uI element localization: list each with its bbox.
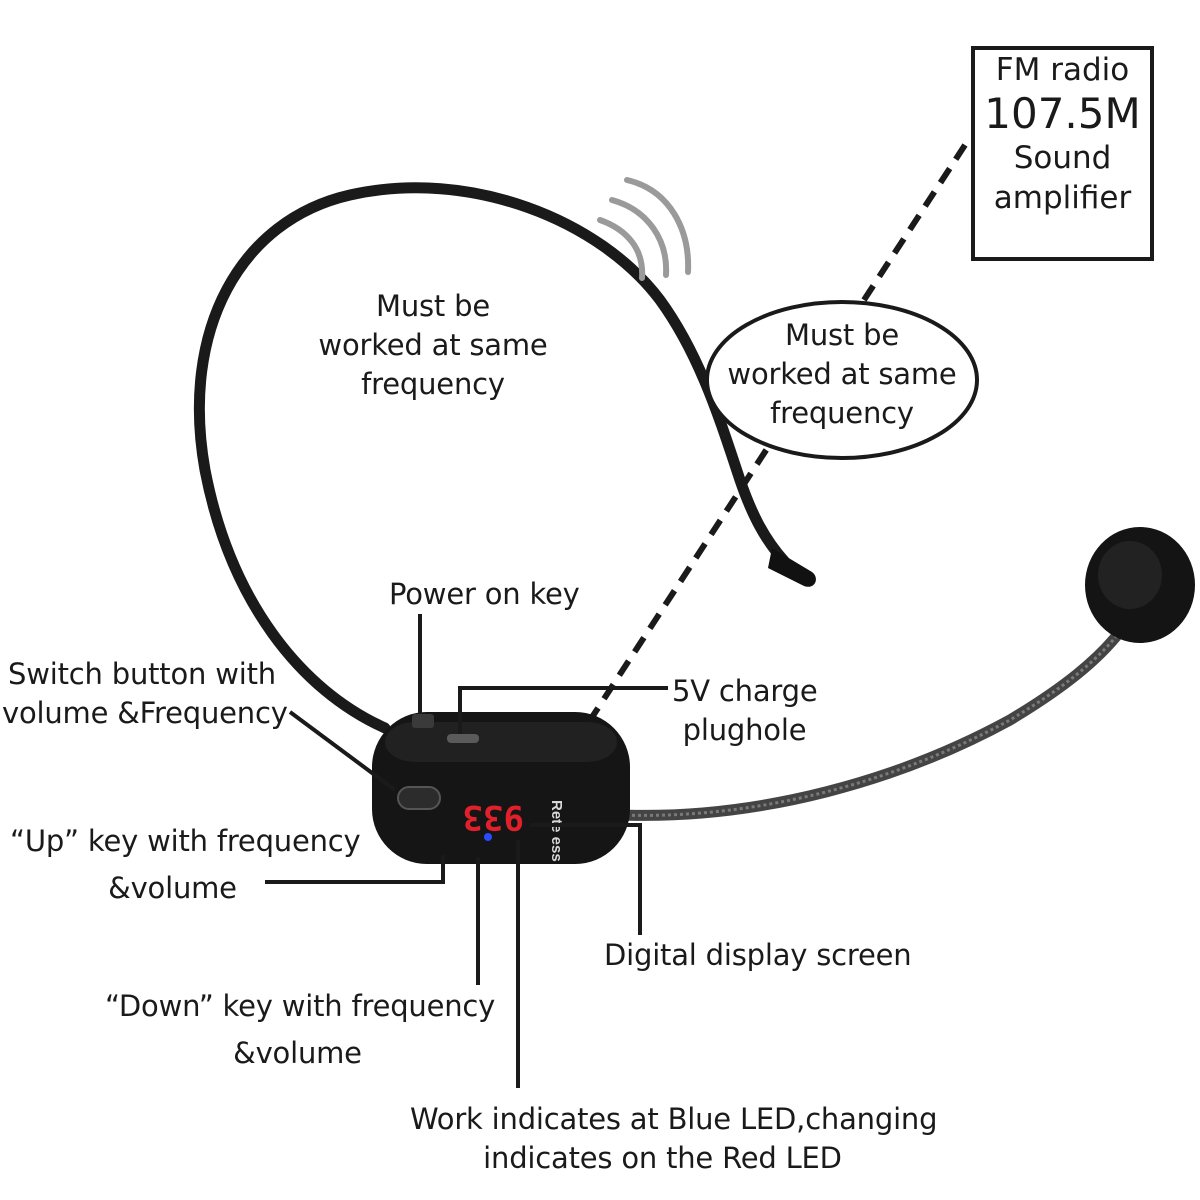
power-key-label: Power on key: [389, 577, 580, 611]
charge-port: [447, 734, 479, 743]
brand-text: Rete ess: [548, 800, 565, 862]
leader-display: [530, 823, 642, 935]
fm-line-3: Sound: [1013, 140, 1112, 176]
switch-button[interactable]: [397, 786, 441, 810]
blue-led: [484, 833, 492, 841]
charge-plughole-label: 5V charge plughole: [672, 674, 818, 747]
display-digits: 933: [463, 797, 524, 837]
ear-hook-tip: [768, 548, 816, 587]
switch-button-label: Switch button with volume &Frequency: [2, 657, 288, 730]
dashed-link-line: [522, 143, 968, 822]
same-frequency-note-left: Must be worked at same frequency: [318, 289, 548, 401]
sound-wave-icon: [597, 177, 692, 281]
leader-switch: [288, 710, 397, 792]
led-indicator-label: Work indicates at Blue LED,changing indi…: [410, 1102, 938, 1175]
fm-frequency: 107.5M: [984, 89, 1141, 138]
power-key[interactable]: [412, 714, 434, 728]
same-frequency-note-right: Must be worked at same frequency: [727, 318, 957, 430]
leader-charge: [458, 686, 668, 734]
fm-line-4: amplifier: [993, 180, 1132, 216]
fm-line-1: FM radio: [995, 52, 1130, 88]
down-key-label: “Down” key with frequency &volume: [105, 989, 496, 1070]
up-key-label: “Up” key with frequency &volume: [10, 824, 361, 905]
leader-up: [265, 855, 445, 884]
digital-display-label: Digital display screen: [604, 938, 912, 972]
fm-radio-box: FM radio 107.5M Sound amplifier: [971, 46, 1154, 261]
speech-ellipse: [705, 300, 979, 460]
headband: [193, 182, 791, 734]
